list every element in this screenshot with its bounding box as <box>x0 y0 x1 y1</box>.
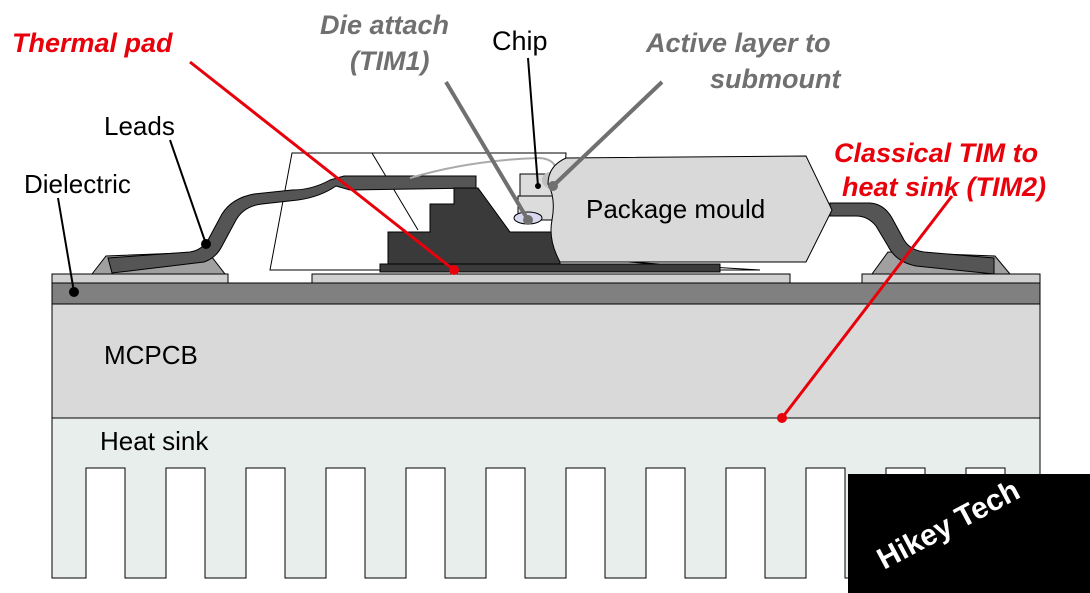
leads-callout-dot <box>201 239 211 249</box>
heat-sink <box>51 417 1041 579</box>
thermal-slug-base <box>379 263 721 273</box>
die-attach-label-line1: Die attach <box>320 10 449 40</box>
chip-label: Chip <box>492 26 548 56</box>
die-attach-label-line2: (TIM1) <box>350 46 429 76</box>
dielectric-callout-line <box>57 197 75 293</box>
classical-tim-callout-dot <box>777 413 787 423</box>
active-layer-callout-dot <box>548 181 558 191</box>
right-lead <box>829 202 995 275</box>
die-attach-callout-line <box>444 80 530 222</box>
leads-label: Leads <box>104 111 175 141</box>
thermal-pad-callout-line <box>189 60 455 272</box>
package-inner-edge <box>371 152 419 231</box>
thermal-pad-callout-dot <box>449 265 459 275</box>
active-layer-label-line1: Active layer to <box>645 28 831 58</box>
mcpcb-label: MCPCB <box>104 340 198 370</box>
classical-tim-label-line1: Classical TIM to <box>834 138 1038 168</box>
dielectric-layer <box>51 282 1041 305</box>
thermal-pad-label: Thermal pad <box>12 28 173 58</box>
dielectric-label: Dielectric <box>24 169 131 199</box>
watermark-box <box>848 474 1090 593</box>
chip-callout-line <box>527 57 539 187</box>
package-mould <box>547 155 833 263</box>
die-attach-callout-dot <box>523 215 533 225</box>
left-solder-pad <box>51 273 229 284</box>
package-mould-label: Package mould <box>586 194 765 224</box>
heat-sink-label: Heat sink <box>100 426 209 456</box>
chip-callout-dot <box>535 183 541 189</box>
dielectric-callout-dot <box>69 287 79 297</box>
active-layer-label-line2: submount <box>710 64 841 94</box>
mcpcb-layer <box>51 303 1041 419</box>
active-layer-callout-line <box>551 80 664 188</box>
classical-tim-callout-line <box>780 195 954 419</box>
classical-tim-label-line2: heat sink (TIM2) <box>842 172 1046 202</box>
leads-callout-line <box>169 139 207 245</box>
center-solder-pad <box>311 273 791 284</box>
